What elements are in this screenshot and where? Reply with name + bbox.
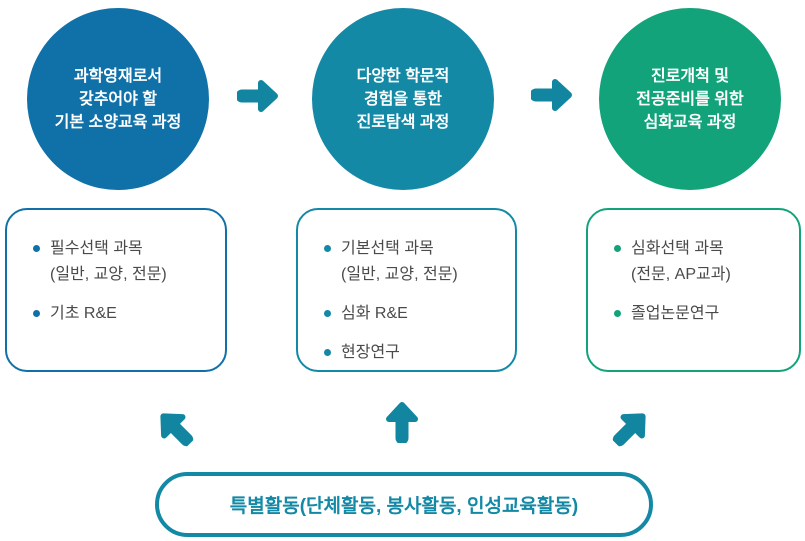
course-detail-box-basic: 필수선택 과목 (일반, 교양, 전문) 기초 R&E bbox=[5, 208, 227, 372]
arrow-up-right-icon bbox=[602, 397, 663, 458]
list-item-line: (일반, 교양, 전문) bbox=[50, 266, 167, 283]
circle-text-line: 갖추어야 할 bbox=[78, 90, 158, 108]
special-activities-banner: 특별활동(단체활동, 봉사활동, 인성교육활동) bbox=[155, 472, 653, 537]
list-item: 심화 R&E bbox=[324, 301, 501, 327]
list-item-line: 현장연구 bbox=[341, 344, 400, 361]
list-item: 기초 R&E bbox=[33, 301, 211, 327]
bullet-icon bbox=[324, 245, 331, 252]
circle-text-line: 진로탐색 과정 bbox=[356, 113, 450, 131]
stage-circle-basic-education: 과학영재로서 갖추어야 할 기본 소양교육 과정 bbox=[27, 8, 209, 190]
list-item-line: 기본선택 과목 bbox=[341, 240, 434, 257]
list-item: 기본선택 과목 (일반, 교양, 전문) bbox=[324, 236, 501, 288]
list-item-line: 졸업논문연구 bbox=[631, 305, 720, 322]
circle-text-line: 다양한 학문적 bbox=[356, 67, 450, 85]
stage-circle-career-exploration: 다양한 학문적 경험을 통한 진로탐색 과정 bbox=[312, 8, 494, 190]
list-item-line: 심화 R&E bbox=[341, 305, 408, 322]
list-item: 심화선택 과목 (전문, AP교과) bbox=[614, 236, 785, 288]
bullet-icon bbox=[33, 310, 40, 317]
course-detail-box-exploration: 기본선택 과목 (일반, 교양, 전문) 심화 R&E 현장연구 bbox=[296, 208, 517, 372]
list-item: 현장연구 bbox=[324, 340, 501, 366]
list-item-line: 필수선택 과목 bbox=[50, 240, 143, 257]
list-item-line: 기초 R&E bbox=[50, 305, 117, 322]
course-detail-box-advanced: 심화선택 과목 (전문, AP교과) 졸업논문연구 bbox=[586, 208, 801, 372]
arrow-up-icon bbox=[382, 397, 422, 443]
arrow-right-icon bbox=[531, 75, 577, 115]
bullet-icon bbox=[33, 245, 40, 252]
circle-text-line: 심화교육 과정 bbox=[643, 113, 737, 131]
bullet-icon bbox=[614, 310, 621, 317]
special-activities-label: 특별활동(단체활동, 봉사활동, 인성교육활동) bbox=[229, 496, 579, 517]
circle-text-line: 기본 소양교육 과정 bbox=[54, 113, 182, 131]
list-item-line: 심화선택 과목 bbox=[631, 240, 724, 257]
arrow-right-icon bbox=[237, 76, 283, 116]
arrow-up-left-icon bbox=[144, 397, 205, 458]
list-item-line: (일반, 교양, 전문) bbox=[341, 266, 458, 283]
stage-circle-advanced-education: 진로개척 및 전공준비를 위한 심화교육 과정 bbox=[599, 8, 781, 190]
circle-text-line: 진로개척 및 bbox=[650, 67, 730, 85]
bullet-icon bbox=[324, 310, 331, 317]
circle-text-line: 전공준비를 위한 bbox=[636, 90, 744, 108]
circle-text-line: 과학영재로서 bbox=[73, 67, 163, 85]
list-item-line: (전문, AP교과) bbox=[631, 266, 731, 283]
list-item: 졸업논문연구 bbox=[614, 301, 785, 327]
circle-text-line: 경험을 통한 bbox=[363, 90, 443, 108]
bullet-icon bbox=[324, 349, 331, 356]
bullet-icon bbox=[614, 245, 621, 252]
list-item: 필수선택 과목 (일반, 교양, 전문) bbox=[33, 236, 211, 288]
